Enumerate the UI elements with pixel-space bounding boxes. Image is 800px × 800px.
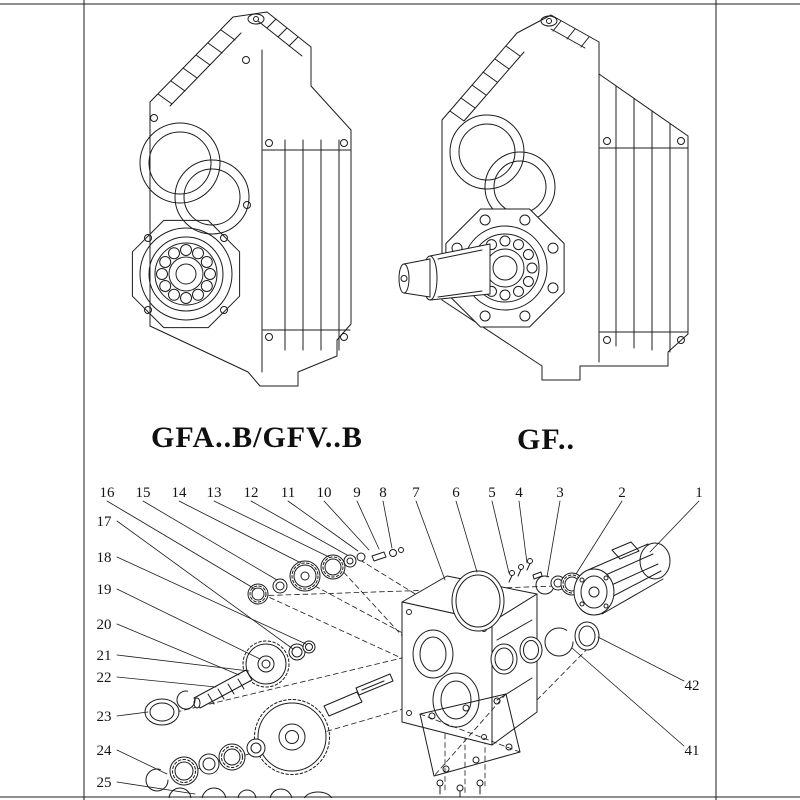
housing <box>401 575 538 746</box>
callout-number-13: 13 <box>207 485 222 501</box>
callout-number-10: 10 <box>317 485 332 501</box>
callout-number-1: 1 <box>695 485 703 501</box>
intermediate-shaft-parts <box>144 640 316 726</box>
gasket-flange <box>451 570 505 632</box>
callout-number-12: 12 <box>244 485 259 501</box>
callout-number-21: 21 <box>97 648 112 664</box>
callout-number-6: 6 <box>452 485 460 501</box>
callout-number-25: 25 <box>97 775 112 791</box>
callout-number-22: 22 <box>97 670 112 686</box>
gearbox-drawing-gfab <box>131 11 352 387</box>
motor-side-small-parts <box>508 558 584 596</box>
callout-number-2: 2 <box>618 485 626 501</box>
callout-number-8: 8 <box>379 485 387 501</box>
cover-rings <box>490 621 600 675</box>
mounting-plate <box>419 693 521 798</box>
callout-number-18: 18 <box>97 550 112 566</box>
motor <box>573 541 671 616</box>
output-shaft-parts <box>145 673 394 800</box>
callout-number-41: 41 <box>685 743 700 759</box>
callout-number-15: 15 <box>136 485 151 501</box>
input-shaft-parts <box>247 547 404 605</box>
callout-number-16: 16 <box>100 485 116 501</box>
callout-number-5: 5 <box>488 485 496 501</box>
callout-numbers: 16 15 14 13 12 11 10 9 8 7 6 5 4 3 2 1 1… <box>97 485 703 791</box>
output-shaft <box>398 243 491 301</box>
model-label-right: GF.. <box>517 423 575 456</box>
gearbox-drawing-gf <box>398 14 689 381</box>
callout-number-9: 9 <box>353 485 361 501</box>
callout-number-3: 3 <box>556 485 564 501</box>
model-label-left: GFA..B/GFV..B <box>151 421 363 454</box>
callout-number-24: 24 <box>97 743 113 759</box>
leader-lines <box>106 500 700 795</box>
callout-number-19: 19 <box>97 582 112 598</box>
callout-number-14: 14 <box>172 485 188 501</box>
callout-number-23: 23 <box>97 709 112 725</box>
callout-number-20: 20 <box>97 617 112 633</box>
flange-bolt-holes <box>451 214 559 322</box>
callout-number-42: 42 <box>685 678 700 694</box>
callout-number-4: 4 <box>515 485 523 501</box>
bearing-rollers <box>156 244 216 304</box>
callout-number-11: 11 <box>281 485 295 501</box>
callout-number-17: 17 <box>97 514 113 530</box>
callout-number-7: 7 <box>412 485 420 501</box>
exploded-view <box>144 541 671 800</box>
